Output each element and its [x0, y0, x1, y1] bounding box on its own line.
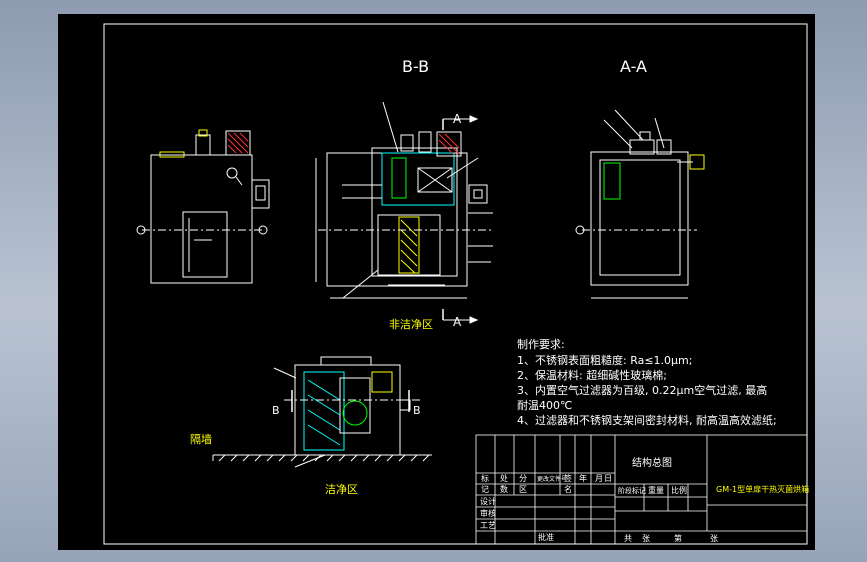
tb-row-label: 签	[564, 473, 572, 483]
tb-stage-label: 重量	[648, 485, 664, 495]
requirement-item: 3、内置空气过滤器为百级, 0.22μm空气过滤, 最高	[517, 383, 767, 397]
cut-b-left-label: B	[272, 404, 280, 417]
requirements-block: 制作要求: 1、不锈钢表面粗糙度: Ra≤1.0μm; 2、保温材料: 超细碱性…	[517, 338, 777, 427]
requirement-item: 2、保温材料: 超细碱性玻璃棉;	[517, 368, 667, 382]
drawing-frame	[103, 23, 808, 545]
section-bb-view	[315, 101, 493, 324]
product-name: GM-1型单扉干热灭菌烘箱	[716, 484, 809, 494]
requirement-item: 耐温400℃	[517, 399, 572, 412]
tb-stage-label: 比例	[671, 485, 687, 495]
tb-row-label: 分	[519, 474, 527, 483]
tb-role: 工艺	[480, 521, 496, 530]
requirement-item: 4、过滤器和不锈钢支架间密封材料, 耐高温高效滤纸;	[517, 413, 777, 427]
title-block	[475, 434, 808, 545]
tb-row-label: 处	[500, 473, 508, 483]
section-aa-view	[575, 109, 705, 299]
cut-a-bottom-label: A	[453, 315, 462, 329]
tb-row-label: 标	[481, 473, 489, 483]
elevation-view	[136, 129, 270, 284]
tb-stage-label: 阶段标记	[618, 486, 646, 495]
requirement-item: 1、不锈钢表面粗糙度: Ra≤1.0μm;	[517, 353, 692, 367]
plan-view	[212, 356, 432, 468]
section-bb-title: B-B	[402, 57, 429, 76]
tb-role: 审核	[480, 508, 496, 518]
tb-row-label: 名	[564, 484, 572, 494]
tb-row-label: 年	[579, 473, 587, 483]
tb-sheet-label: 张	[710, 534, 718, 543]
cut-b-right-label: B	[413, 404, 421, 417]
tb-row-label: 月	[595, 474, 603, 483]
clean-zone-label: 洁净区	[325, 482, 358, 496]
tb-sheet-label: 张	[642, 534, 650, 543]
drawing-title: 结构总图	[632, 456, 672, 469]
tb-role: 批准	[538, 532, 554, 542]
requirements-title: 制作要求:	[517, 338, 565, 351]
wall-label: 隔墙	[190, 432, 212, 446]
drawing-sheet	[58, 14, 815, 550]
tb-row-label: 数	[500, 484, 508, 494]
tb-row-label: 日	[604, 474, 612, 483]
tb-row-label: 更改文件号	[537, 475, 567, 483]
tb-row-label: 区	[519, 485, 527, 494]
title-block-text: 结构总图 GM-1型单扉干热灭菌烘箱 标 记 处 数 分 区 更改文件号 签 名…	[480, 456, 809, 543]
section-aa-title: A-A	[620, 57, 647, 76]
tb-row-label: 记	[481, 485, 489, 494]
tb-sheet-label: 共	[624, 534, 632, 543]
tb-sheet-label: 第	[674, 533, 682, 543]
cut-a-top-label: A	[453, 112, 462, 126]
non-clean-zone-label: 非洁净区	[389, 317, 433, 331]
tb-role: 设计	[480, 496, 496, 506]
